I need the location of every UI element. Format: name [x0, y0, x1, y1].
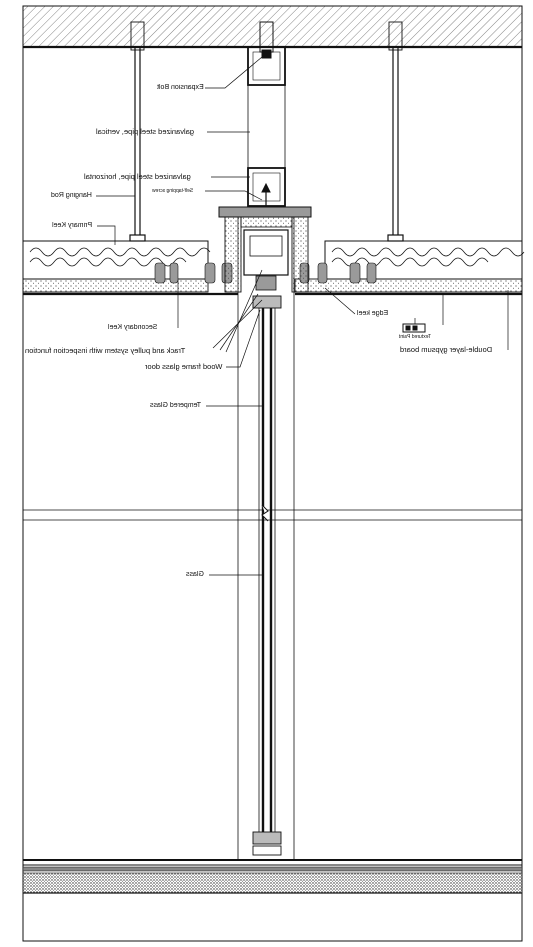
label-edge-keel: Edge keel — [357, 310, 389, 317]
drawing-border — [22, 5, 523, 942]
leader-lines — [96, 56, 509, 576]
textured-paint-symbol — [402, 318, 426, 333]
label-textured-paint: Textured Paint — [399, 334, 431, 340]
label-primary-keel: Primary Keel — [52, 222, 93, 229]
floor-slab — [22, 859, 523, 894]
label-track-pulley-system: Track and pulley system with inspection … — [25, 346, 186, 355]
label-steel-pipe-vertical: galvanized steel pipe, vertical — [96, 127, 194, 136]
label-steel-pipe-horizontal: galvanized steel pipe, horizontal — [84, 172, 191, 181]
ceiling-right — [294, 240, 525, 296]
label-glass: Glass — [186, 571, 204, 578]
glass-door — [252, 295, 282, 856]
label-self-tapping-screw: Self-tapping screw — [152, 188, 194, 194]
label-wood-frame-glass-door: Wood frame glass door — [145, 362, 223, 371]
label-secondary-keel: Secondary Keel — [108, 324, 158, 331]
label-expansion-bolt: Expansion Bolt — [157, 84, 204, 91]
ceiling-left — [22, 240, 238, 296]
label-tempered-glass: Tempered Glass — [150, 402, 201, 409]
label-double-layer-gypsum-board: Double-layer gypsum board — [400, 345, 493, 354]
steel-pipe-assembly — [247, 21, 286, 215]
break-line — [23, 504, 522, 522]
label-hanging-rod: Hanging Rod — [51, 192, 92, 199]
